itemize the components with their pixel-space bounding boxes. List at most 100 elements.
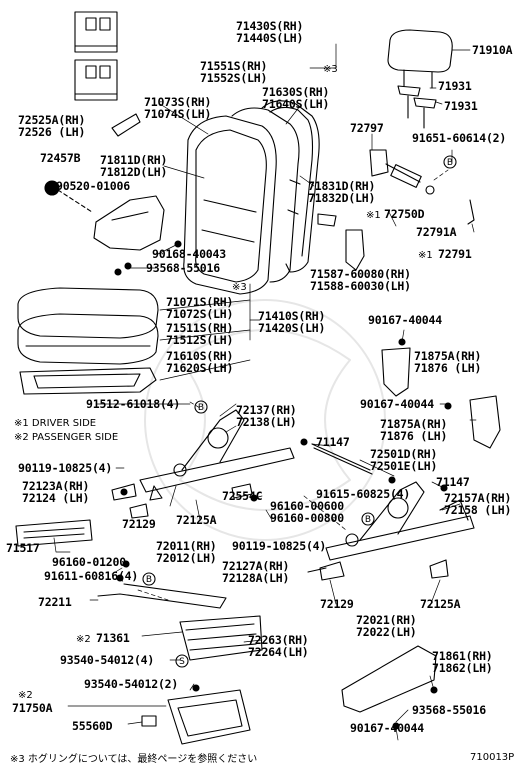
headrest-guide-1 — [397, 85, 421, 119]
part-label[interactable]: 71875A(RH)71876 (LH) — [414, 349, 482, 375]
clip-box-1 — [74, 11, 118, 53]
figure-id: 710013P — [470, 752, 515, 763]
adjuster-cover-upper — [381, 347, 411, 397]
part-label[interactable]: 72127A(RH)72128A(LH) — [222, 559, 290, 585]
mark-1: ※1 — [418, 250, 433, 261]
part-label[interactable]: 72157A(RH)72158 (LH) — [444, 491, 512, 517]
marker-b1-text: B — [447, 158, 453, 168]
part-label[interactable]: 72525A(RH)72526 (LH) — [18, 113, 86, 139]
part-label[interactable]: 72791A — [416, 225, 457, 239]
seat-side-cover — [341, 645, 437, 713]
part-label[interactable]: 71630S(RH)71640S(LH) — [262, 85, 330, 111]
part-label[interactable]: 72263(RH)72264(LH) — [248, 633, 309, 659]
part-label[interactable]: 71875A(RH)71876 (LH) — [380, 417, 448, 443]
heater-mat — [179, 615, 263, 661]
marker-b3-text: B — [146, 575, 152, 585]
leader-lines — [53, 43, 477, 741]
part-label[interactable]: 72125A — [176, 513, 217, 527]
part-label[interactable]: 71430S(RH)71440S(LH) — [236, 19, 304, 45]
part-label[interactable]: 72129 — [320, 597, 354, 611]
part-label[interactable]: 91512-61018(4) — [86, 397, 181, 411]
legend-driver: ※1 DRIVER SIDE — [14, 418, 97, 429]
part-label[interactable]: 72554C — [222, 489, 263, 503]
marker-circle-b3 — [142, 572, 156, 586]
part-label[interactable]: 72011(RH)72012(LH) — [156, 539, 217, 565]
part-label[interactable]: 71073S(RH)71074S(LH) — [144, 95, 212, 121]
marker-circle-s — [175, 654, 189, 668]
part-label[interactable]: 90520-01006 — [56, 179, 130, 193]
marker-s-text: S — [179, 657, 185, 667]
part-label[interactable]: 90168-40043 — [152, 247, 226, 261]
seat-adjuster-right — [325, 481, 475, 561]
part-label[interactable]: 71931 — [438, 79, 472, 93]
part-label[interactable]: 90167-40044 — [360, 397, 434, 411]
part-label[interactable]: 72797 — [350, 121, 384, 135]
seatback-pad — [231, 107, 300, 283]
part-label[interactable]: 71811D(RH)71812D(LH) — [100, 153, 168, 179]
part-label[interactable]: 55560D — [72, 719, 113, 733]
cable-72211 — [97, 583, 227, 609]
adjuster-cover-lower — [469, 395, 501, 449]
part-label[interactable]: 93540-54012(2) — [84, 677, 179, 691]
part-label[interactable]: 90119-10825(4) — [232, 539, 327, 553]
seat-cushion — [17, 287, 159, 365]
marker-circle-b2 — [194, 400, 208, 414]
part-label[interactable]: 71831D(RH)71832D(LH) — [308, 179, 376, 205]
small-brackets — [111, 483, 449, 581]
footnote: ※3 ホグリングについては、最終ページを参照ください — [10, 754, 258, 765]
part-label[interactable]: 72750D — [384, 207, 425, 221]
part-label[interactable]: 71147 — [316, 435, 350, 449]
part-label[interactable]: 71147 — [436, 475, 470, 489]
part-label[interactable]: 72123A(RH)72124 (LH) — [22, 479, 90, 505]
part-label[interactable]: 93568-55016 — [412, 703, 486, 717]
mark-3: ※3 — [232, 282, 247, 293]
lumbar-support — [369, 149, 475, 225]
recliner-cover-upper — [44, 180, 165, 251]
headrest — [387, 29, 453, 89]
storage-tray — [141, 689, 251, 745]
part-label[interactable]: 71361 — [96, 631, 130, 645]
part-label[interactable]: 72211 — [38, 595, 72, 609]
part-label[interactable]: 93568-55016 — [146, 261, 220, 275]
part-label[interactable]: 71931 — [444, 99, 478, 113]
mark-3: ※3 — [323, 64, 338, 75]
part-label[interactable]: 72125A — [420, 597, 461, 611]
headrest-guide-2 — [413, 97, 437, 129]
mark-2: ※2 — [76, 634, 91, 645]
connecting-rod — [311, 443, 373, 475]
legend-passenger: ※2 PASSENGER SIDE — [14, 432, 119, 443]
part-label[interactable]: 71517 — [6, 541, 40, 555]
part-label[interactable]: 71610S(RH)71620S(LH) — [166, 349, 234, 375]
clip-box-2 — [74, 59, 118, 101]
part-label[interactable]: 93540-54012(4) — [60, 653, 155, 667]
part-label[interactable]: 90167-40044 — [368, 313, 442, 327]
part-label[interactable]: 72021(RH)72022(LH) — [356, 613, 417, 639]
part-label[interactable]: 91611-60816(4) — [44, 569, 139, 583]
part-label[interactable]: 91651-60614(2) — [412, 131, 507, 145]
part-label[interactable]: 71551S(RH)71552S(LH) — [200, 59, 268, 85]
part-label[interactable]: 71511S(RH)71512S(LH) — [166, 321, 234, 347]
mark-1: ※1 — [366, 210, 381, 221]
part-label[interactable]: 72129 — [122, 517, 156, 531]
marker-b2-text: B — [198, 403, 204, 413]
marker-b4-text: B — [365, 515, 371, 525]
part-label[interactable]: 96160-01200 — [52, 555, 126, 569]
trim-clip — [317, 213, 365, 271]
part-label[interactable]: 72501D(RH)72501E(LH) — [370, 447, 438, 473]
part-label[interactable]: 71410S(RH)71420S(LH) — [258, 309, 326, 335]
part-label[interactable]: 90167-40044 — [350, 721, 424, 735]
part-label[interactable]: 90119-10825(4) — [18, 461, 113, 475]
part-label[interactable]: 72137(RH)72138(LH) — [236, 403, 297, 429]
part-label[interactable]: 71071S(RH)71072S(LH) — [166, 295, 234, 321]
part-label[interactable]: 72457B — [40, 151, 81, 165]
part-label[interactable]: 91615-60825(4) — [316, 487, 411, 501]
seatback-cover — [183, 115, 277, 295]
part-label[interactable]: 71750A — [12, 701, 53, 715]
part-label[interactable]: 71861(RH)71862(LH) — [432, 649, 493, 675]
part-label[interactable]: 71587-60080(RH)71588-60030(LH) — [310, 267, 411, 293]
part-label[interactable]: 71910A — [472, 43, 513, 57]
part-label[interactable]: 72791 — [438, 247, 472, 261]
